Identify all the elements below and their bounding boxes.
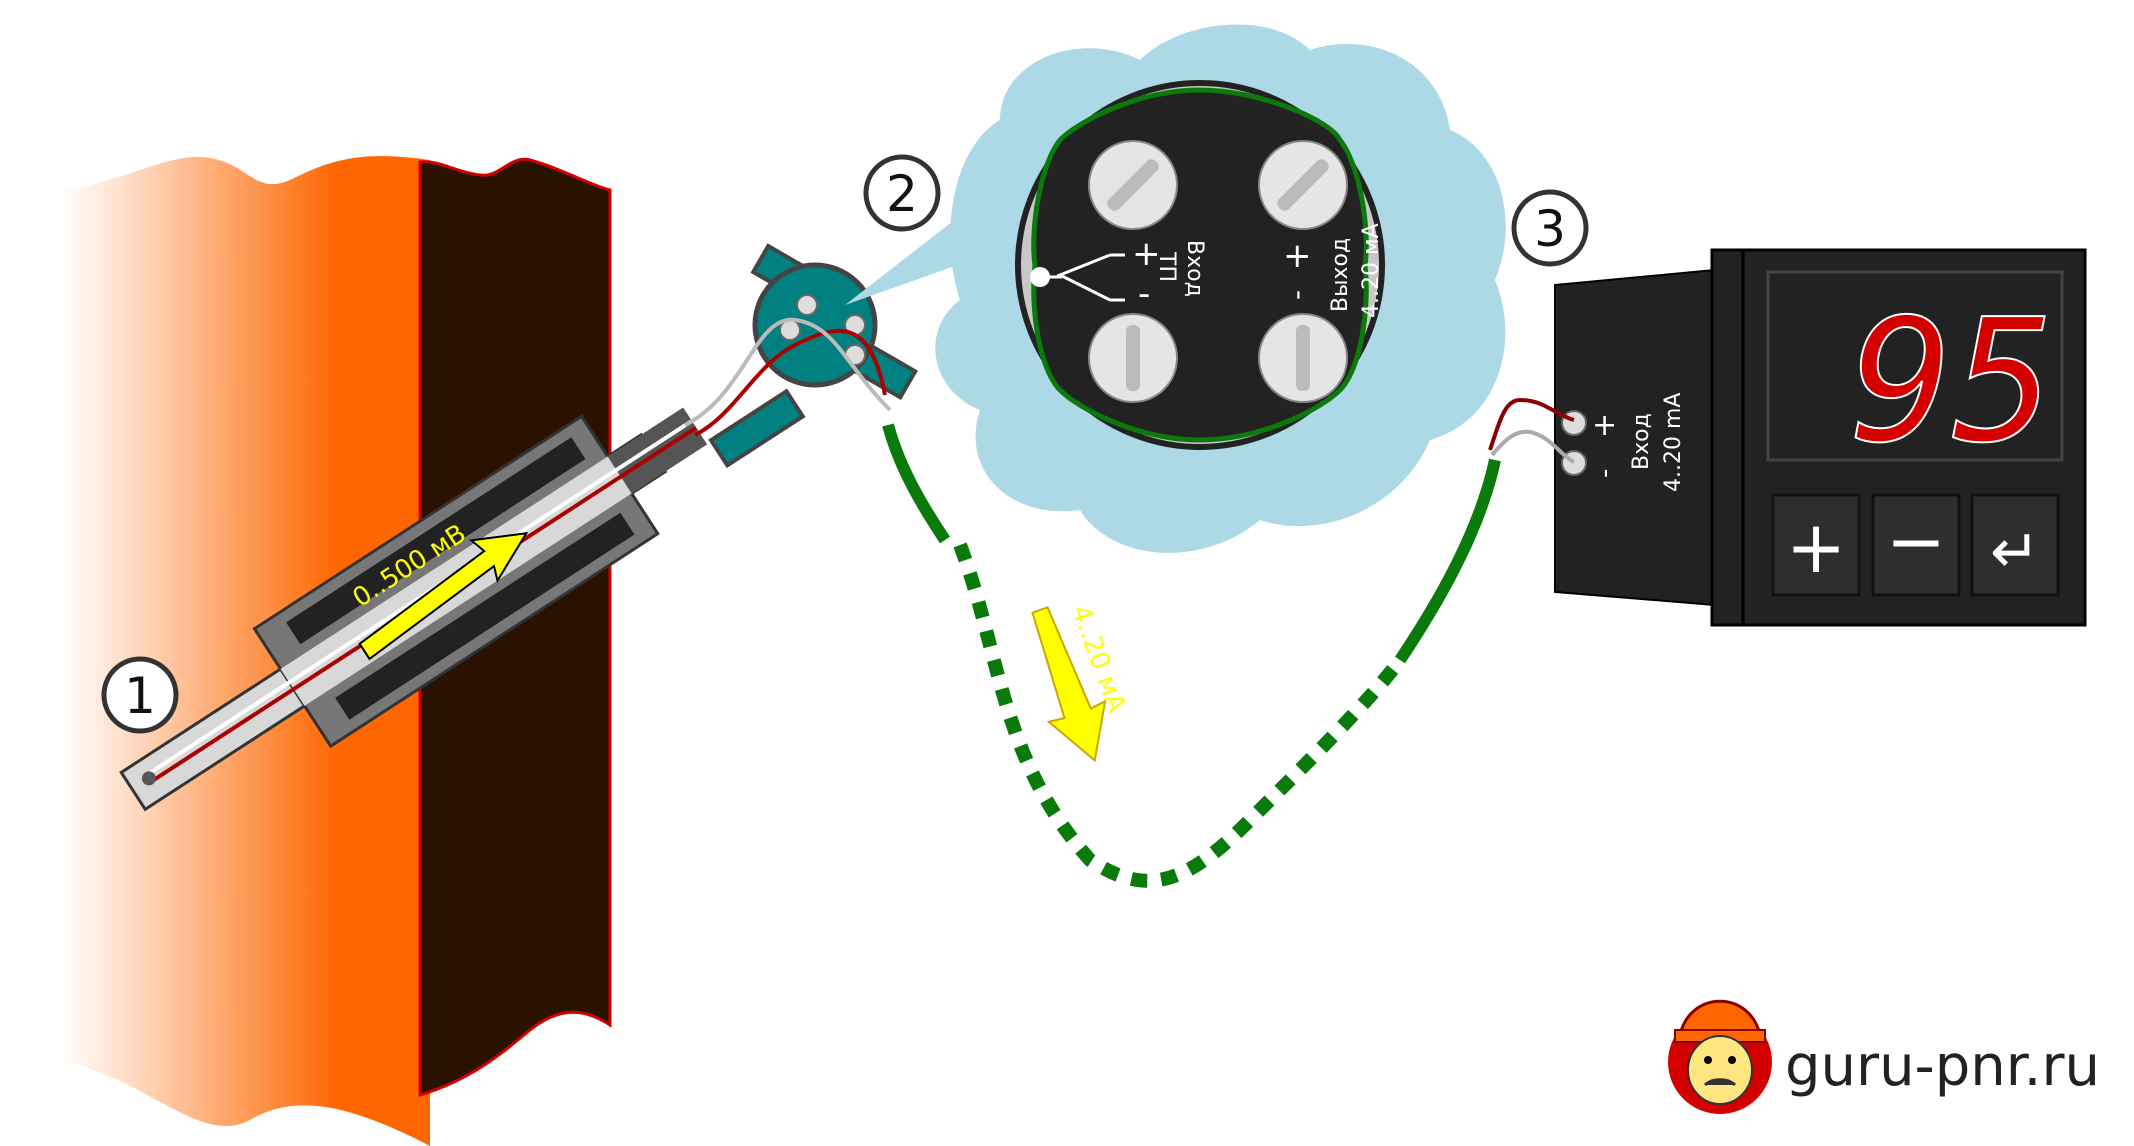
ind-wire-grey: [1490, 429, 1576, 464]
head-wire-red: [694, 328, 887, 437]
indicator-display: [1766, 270, 2064, 462]
marker-1: 1: [101, 656, 179, 734]
tc-symbol: [1030, 253, 1125, 302]
mascot-icon: [1668, 999, 1772, 1114]
indicator-terminal-plus: [1561, 410, 1587, 436]
current-loop-cable: [882, 423, 1501, 888]
head-wire-grey: [684, 317, 892, 427]
indicator-plus-button[interactable]: +: [1771, 493, 1861, 597]
mv-arrow: [358, 531, 529, 661]
tx-output-minus: -: [1280, 290, 1313, 300]
ma-arrow: [1031, 606, 1107, 763]
ind-wire-red: [1488, 397, 1575, 451]
cable-solid-left: [882, 423, 950, 544]
fitting-thread-top: [286, 437, 586, 645]
tx-output-plus: +: [1283, 236, 1312, 276]
transmitter-head: [684, 243, 918, 469]
marker-3: 3: [1511, 189, 1589, 267]
minus-button-label: −: [1886, 499, 1946, 583]
ind-input-label: Вход: [1629, 413, 1654, 470]
brand-site: guru-pnr.ru: [1785, 1034, 2100, 1099]
head-screw-1: [796, 294, 818, 316]
tx-output-label: Выход: [1328, 238, 1353, 312]
tc-wire-white: [145, 419, 693, 777]
indicator-bezel-back: [1710, 248, 1749, 627]
indicator-enter-button[interactable]: ↵: [1970, 493, 2060, 597]
hot-junction: [141, 771, 156, 786]
tx-output-sub: 4..20 мА: [1359, 223, 1384, 318]
fitting-thread-bottom: [335, 512, 635, 720]
tx-input-plus: +: [1132, 234, 1161, 274]
marker-2-label: 2: [886, 165, 918, 223]
brand-logo[interactable]: guru-pnr.ru: [1668, 999, 2100, 1114]
marker-2: 2: [863, 154, 941, 232]
ind-terminal-plus: +: [1592, 408, 1617, 443]
enter-button-label: ↵: [1990, 517, 2040, 587]
head-neck: [708, 388, 806, 469]
closeup-screw-bl: [1088, 313, 1178, 403]
transmitter-closeup: + - Вход ТП + - Выход 4..20 мА: [1015, 80, 1385, 450]
tx-input-minus: -: [1138, 274, 1150, 314]
ma-arrow-group: 4..20 мА: [1031, 601, 1132, 763]
panel-indicator: 95 + − ↵ + - Вход 4..20 mA: [1488, 248, 2087, 627]
closeup-screw-tl: [1088, 140, 1178, 230]
marker-1-label: 1: [124, 667, 156, 725]
thermocouple-sensor: 0..500 мВ: [119, 407, 708, 812]
plus-button-label: +: [1786, 505, 1846, 589]
cable-solid-right: [1395, 458, 1501, 664]
ind-input-sub: 4..20 mA: [1661, 393, 1686, 492]
indicator-value: 95: [1850, 283, 2055, 481]
closeup-screw-br: [1258, 313, 1348, 403]
indicator-minus-button[interactable]: −: [1871, 493, 1961, 597]
tx-input-label: Вход: [1182, 240, 1207, 297]
marker-3-label: 3: [1534, 200, 1566, 258]
pipe-insulation: [60, 156, 430, 1146]
cable-dashed: [953, 542, 1406, 888]
ind-terminal-minus: -: [1590, 469, 1620, 478]
tx-input-sub: ТП: [1154, 251, 1179, 282]
closeup-screw-tr: [1258, 140, 1348, 230]
